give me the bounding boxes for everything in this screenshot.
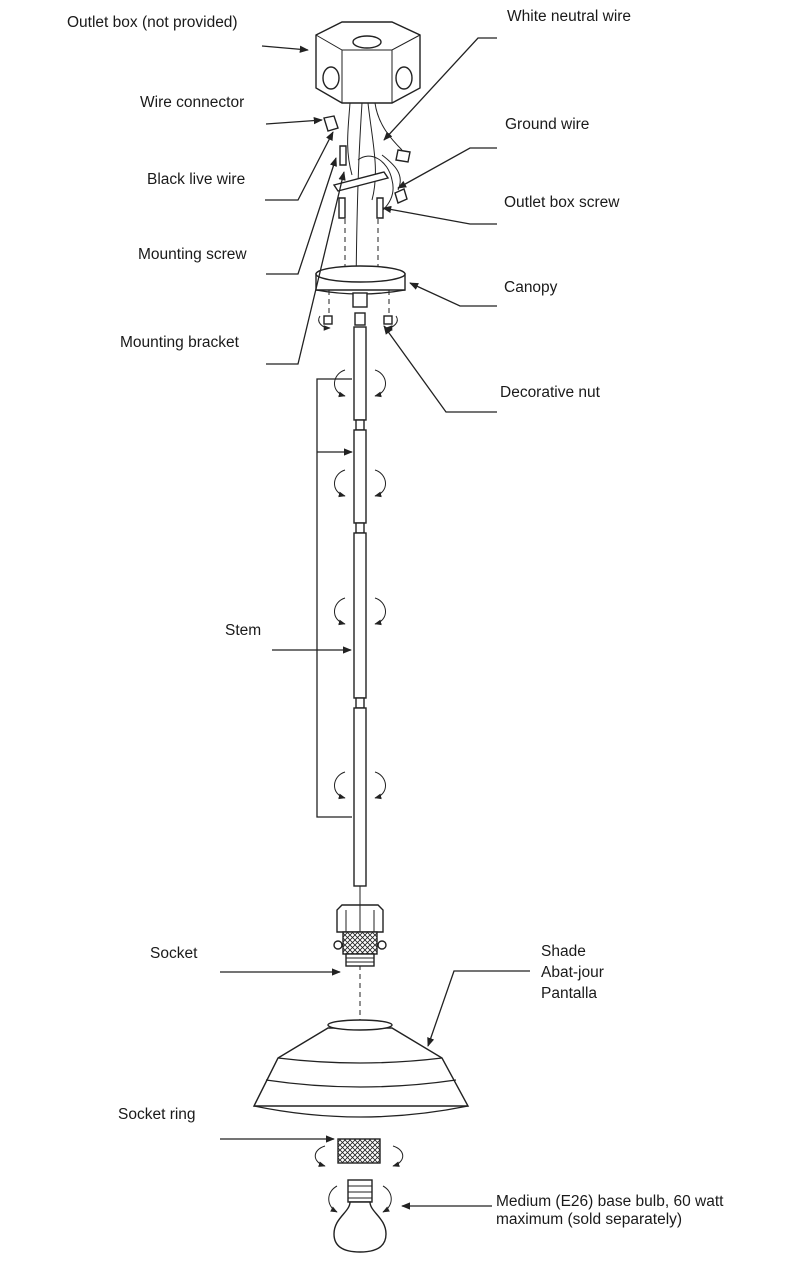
- label-black-live-wire: Black live wire: [147, 171, 246, 188]
- label-canopy: Canopy: [504, 279, 558, 296]
- label-shade-french: Abat-jour: [541, 964, 604, 981]
- label-ground-wire: Ground wire: [505, 116, 590, 133]
- wire-connector-right: [394, 149, 411, 204]
- outlet-box: [315, 21, 421, 104]
- label-shade-spanish: Pantalla: [541, 985, 598, 1002]
- label-socket-ring: Socket ring: [118, 1106, 196, 1123]
- label-socket: Socket: [150, 945, 198, 962]
- socket-cage: [336, 886, 384, 933]
- mounting-bracket: [332, 171, 390, 192]
- stem: [353, 326, 367, 887]
- decorative-nut-left: [318, 315, 333, 331]
- decorative-nut-right: [383, 315, 398, 331]
- stem-rotation-arrows: [334, 369, 386, 800]
- canopy: [315, 265, 406, 308]
- wiring: [328, 102, 403, 1020]
- socket: [333, 931, 387, 967]
- mounting-screw-left: [338, 145, 347, 219]
- label-outlet-box: Outlet box (not provided): [67, 14, 238, 31]
- decorative-nut-center: [354, 312, 366, 326]
- label-mounting-bracket: Mounting bracket: [120, 334, 239, 351]
- label-stem: Stem: [225, 622, 262, 639]
- socket-ring: [314, 1138, 404, 1167]
- label-white-neutral-wire: White neutral wire: [507, 8, 632, 25]
- shade: [252, 1019, 470, 1118]
- label-decorative-nut: Decorative nut: [500, 384, 600, 401]
- mounting-screw-right: [376, 197, 384, 219]
- label-bulb-line-2: maximum (sold separately): [496, 1211, 683, 1228]
- label-wire-connector: Wire connector: [140, 94, 245, 111]
- label-bulb-line-1: Medium (E26) base bulb, 60 watt: [496, 1193, 724, 1210]
- label-shade: Shade: [541, 943, 586, 960]
- label-mounting-screw: Mounting screw: [138, 246, 247, 263]
- leader-lines: [220, 37, 530, 1210]
- label-outlet-box-screw: Outlet box screw: [504, 194, 620, 211]
- light-bulb: [328, 1179, 392, 1253]
- wire-connector: [323, 115, 339, 132]
